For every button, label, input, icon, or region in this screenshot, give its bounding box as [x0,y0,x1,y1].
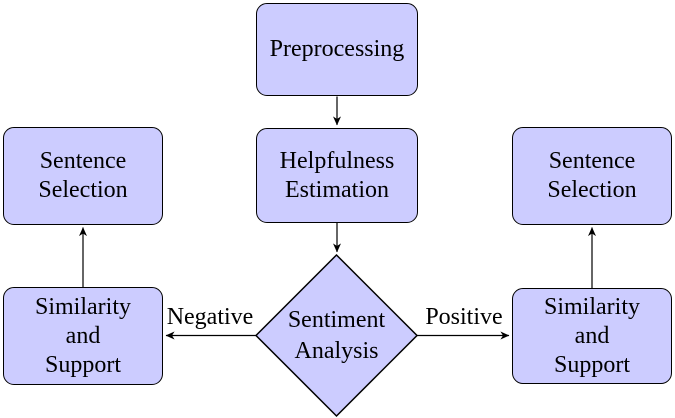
negative-edge-label: Negative [166,304,254,330]
preprocessing-node: Preprocessing [256,3,418,96]
similarity-support-right-node: Similarity and Support [512,288,672,384]
preprocessing-label: Preprocessing [270,35,405,64]
similarity-support-right-label-line: Support [553,351,630,378]
helpfulness-estimation-label: Helpfulness Estimation [280,147,395,205]
similarity-support-right-label: Similarity and Support [544,293,640,380]
similarity-support-right-label-line: Similarity [544,293,640,320]
helpfulness-estimation-node: Helpfulness Estimation [256,128,418,223]
sentence-selection-left-label-line: Sentence [39,148,127,174]
sentence-selection-right-label-line: Selection [547,177,637,203]
sentiment-analysis-diamond [254,253,419,418]
similarity-support-left-label-line: Support [44,351,121,378]
helpfulness-estimation-label-line: Helpfulness [279,147,395,174]
similarity-support-right-label-line: and [574,322,610,349]
similarity-support-left-label-line: and [65,322,101,349]
sentence-selection-left-node: Sentence Selection [3,127,163,225]
helpfulness-estimation-label-line: Estimation [285,176,389,203]
sentence-selection-left-label: Sentence Selection [38,147,127,205]
preprocessing-label-line: Preprocessing [269,36,405,62]
sentence-selection-right-label: Sentence Selection [547,147,636,205]
similarity-support-left-node: Similarity and Support [3,287,163,385]
similarity-support-left-label-line: Similarity [35,293,131,320]
sentence-selection-left-label-line: Selection [38,177,128,203]
sentence-selection-right-node: Sentence Selection [512,127,672,225]
sentence-selection-right-label-line: Sentence [548,148,636,174]
positive-edge-label: Positive [425,304,503,330]
similarity-support-left-label: Similarity and Support [35,293,131,380]
